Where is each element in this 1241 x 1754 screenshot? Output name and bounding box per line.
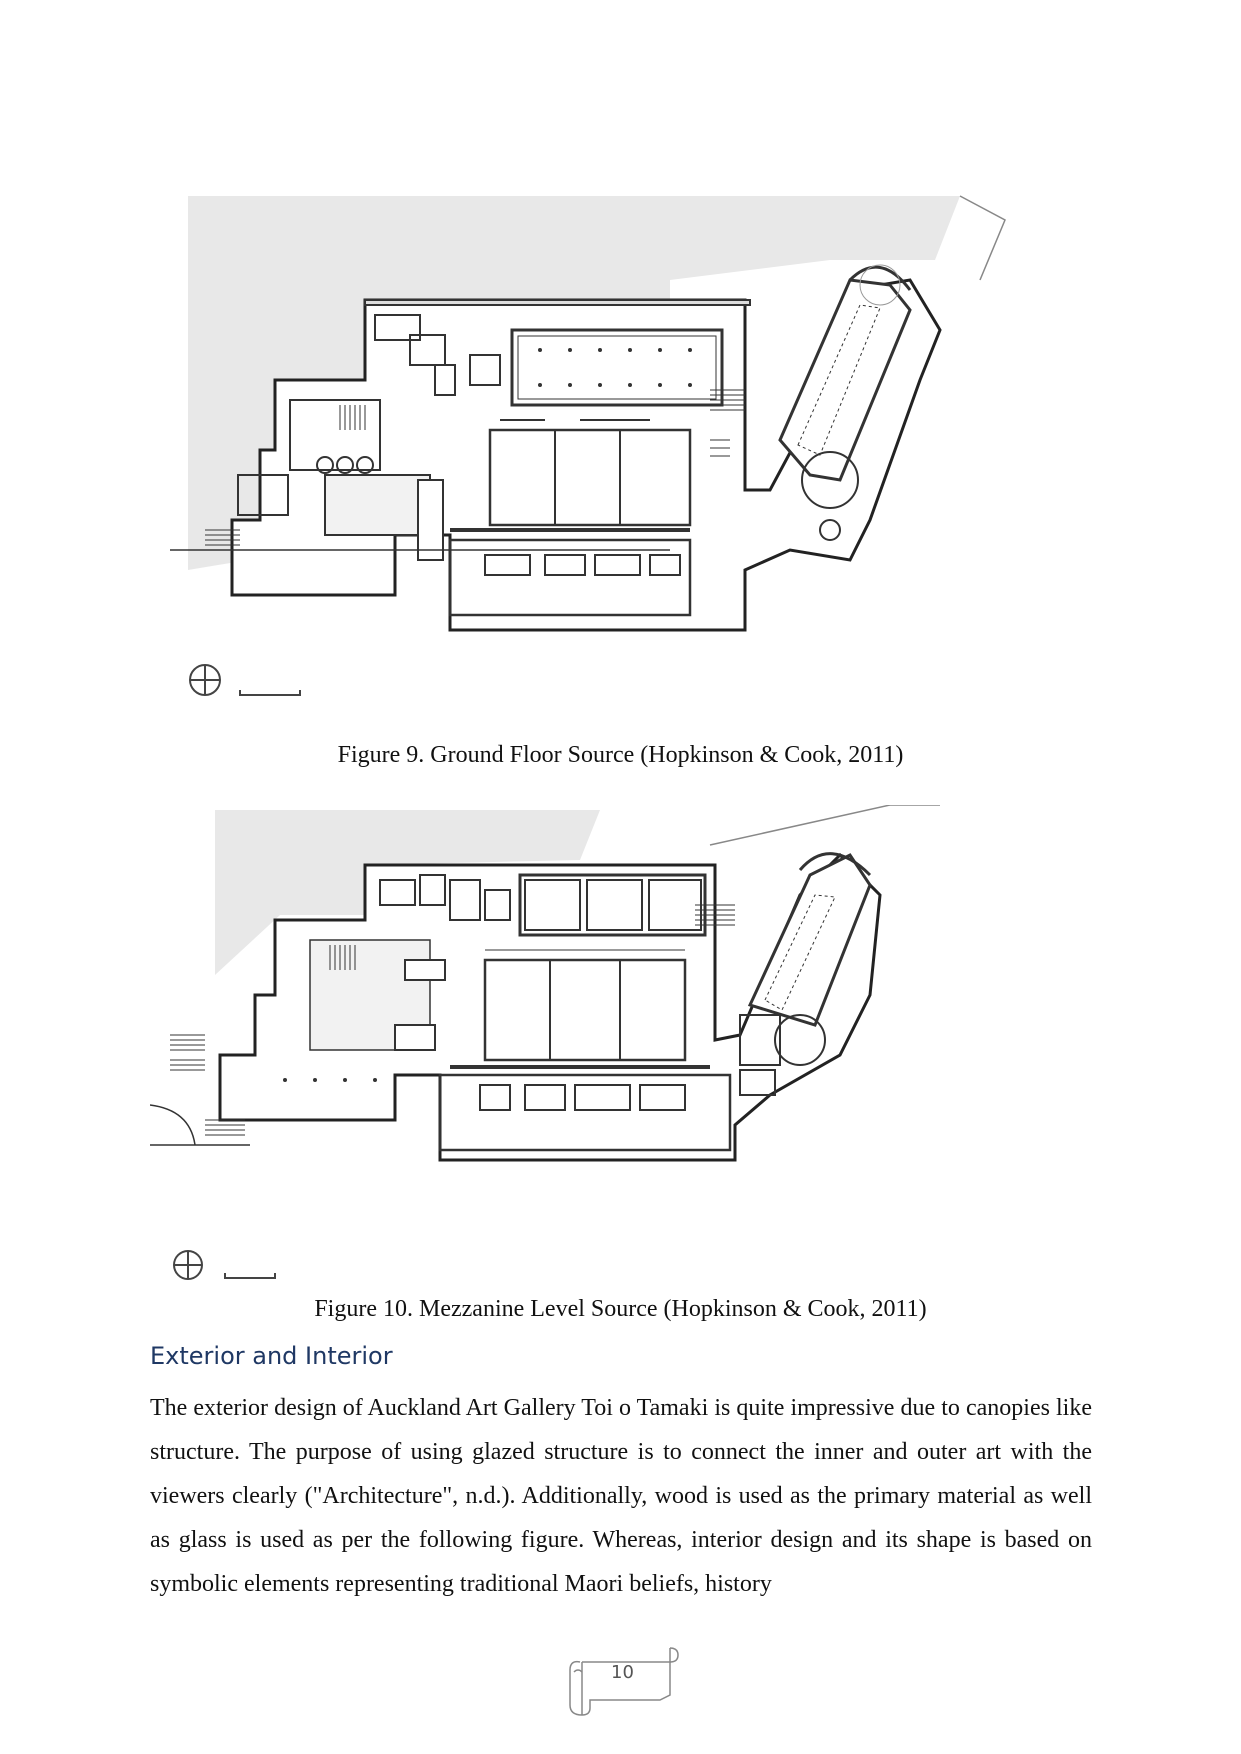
body-paragraph: The exterior design of Auckland Art Gall… [150,1395,1092,1597]
scroll-icon [569,1647,679,1716]
figure-10-caption: Figure 10. Mezzanine Level Source (Hopki… [314,1296,927,1322]
section-heading: Exterior and Interior [150,1342,393,1370]
page-number-scroll: 10 [560,1640,685,1720]
mezzanine-level-plan-figure [150,805,940,1280]
ground-floor-plan-figure [170,195,1006,696]
page-number: 10 [611,1662,634,1683]
figure-9-caption: Figure 9. Ground Floor Source (Hopkinson… [337,742,904,768]
